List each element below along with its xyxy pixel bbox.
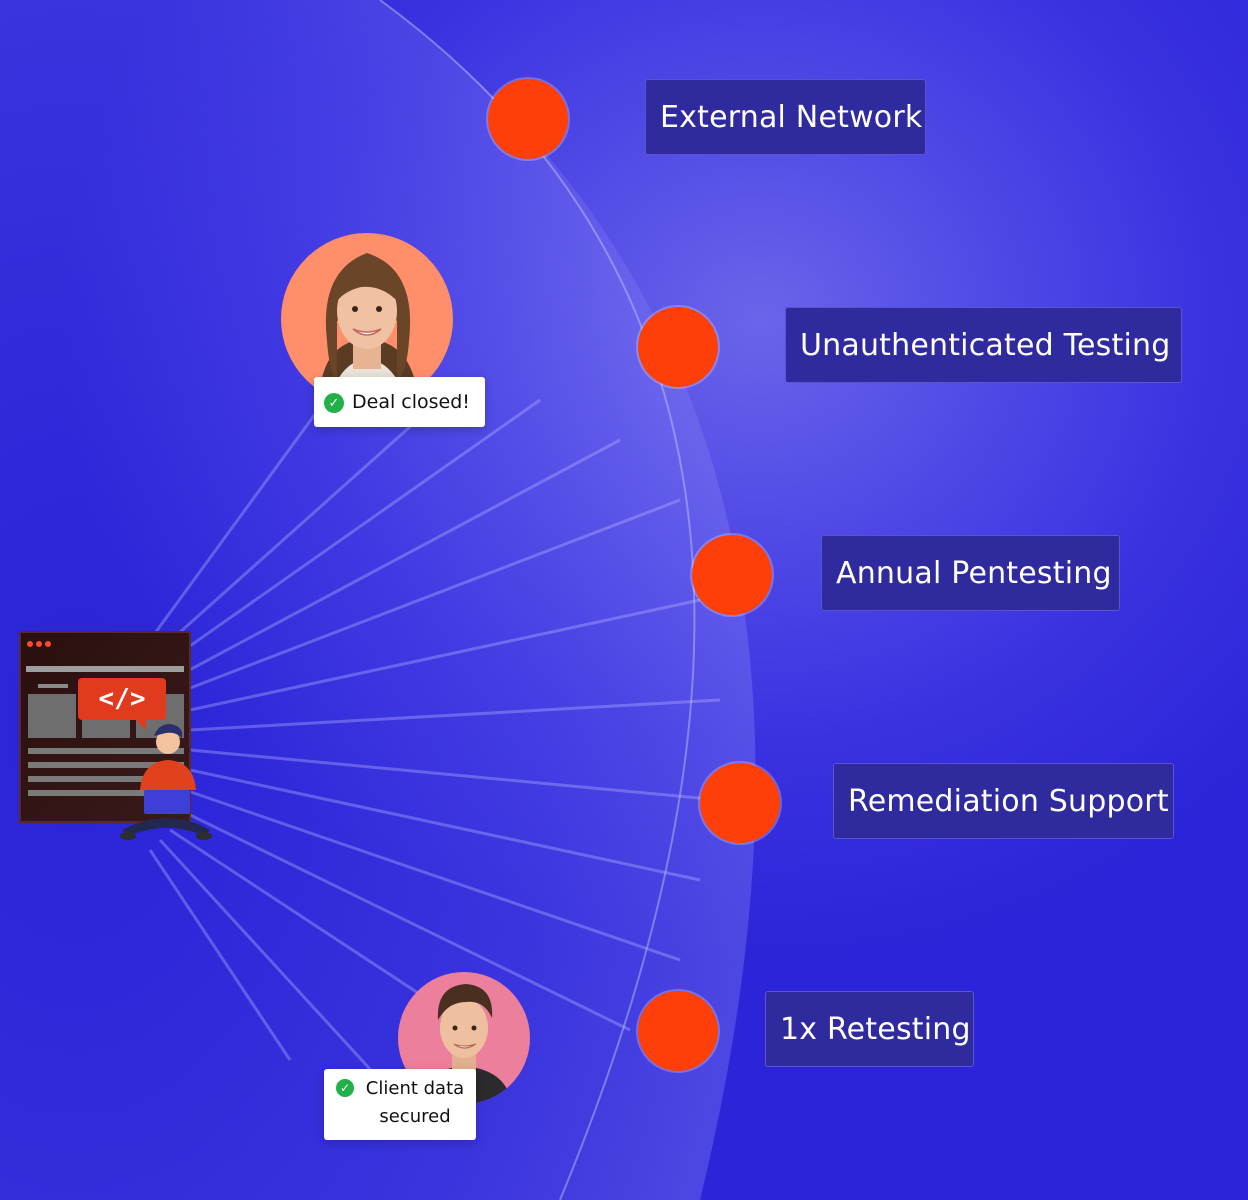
ray <box>184 498 681 692</box>
arc-shape <box>0 0 756 1200</box>
service-label-annual-pentesting: Annual Pentesting <box>821 535 1120 611</box>
ray <box>184 788 681 962</box>
service-dot-5 <box>638 991 718 1071</box>
rays <box>148 379 721 1082</box>
service-label-text: Annual Pentesting <box>836 555 1112 591</box>
service-dot-2 <box>638 307 718 387</box>
toast-text: Client data secured <box>365 1078 465 1127</box>
toast-text: Deal closed! <box>352 391 470 413</box>
check-circle-icon: ✓ <box>336 1079 354 1097</box>
deal-closed-toast: ✓ Deal closed! <box>314 377 485 427</box>
ray <box>159 398 441 652</box>
service-dot-4 <box>700 763 780 843</box>
client-data-toast: ✓ Client data secured <box>324 1069 476 1140</box>
service-label-text: 1x Retesting <box>780 1011 971 1047</box>
ray <box>148 849 292 1061</box>
browser-window-icon: </> <box>19 631 212 840</box>
service-label-text: External Network <box>660 99 923 135</box>
ray <box>189 598 701 712</box>
service-label-text: Unauthenticated Testing <box>800 327 1171 363</box>
service-label-retesting: 1x Retesting <box>765 991 974 1067</box>
ray <box>169 398 541 662</box>
service-label-remediation-support: Remediation Support <box>833 763 1174 839</box>
service-label-external-network: External Network <box>645 79 926 155</box>
ray <box>179 808 631 1032</box>
ray <box>189 768 701 882</box>
svg-text:</>: </> <box>99 684 146 714</box>
service-dot-1 <box>488 79 568 159</box>
ray <box>189 698 721 732</box>
ray <box>148 379 342 641</box>
service-dot-3 <box>692 535 772 615</box>
ray <box>158 838 382 1082</box>
code-icon: </> <box>78 678 166 730</box>
service-label-text: Remediation Support <box>848 783 1169 819</box>
service-label-unauthenticated-testing: Unauthenticated Testing <box>785 307 1182 383</box>
check-circle-icon: ✓ <box>324 393 344 413</box>
ray <box>179 438 621 677</box>
ray <box>189 748 721 802</box>
developer-illustration <box>120 724 212 840</box>
